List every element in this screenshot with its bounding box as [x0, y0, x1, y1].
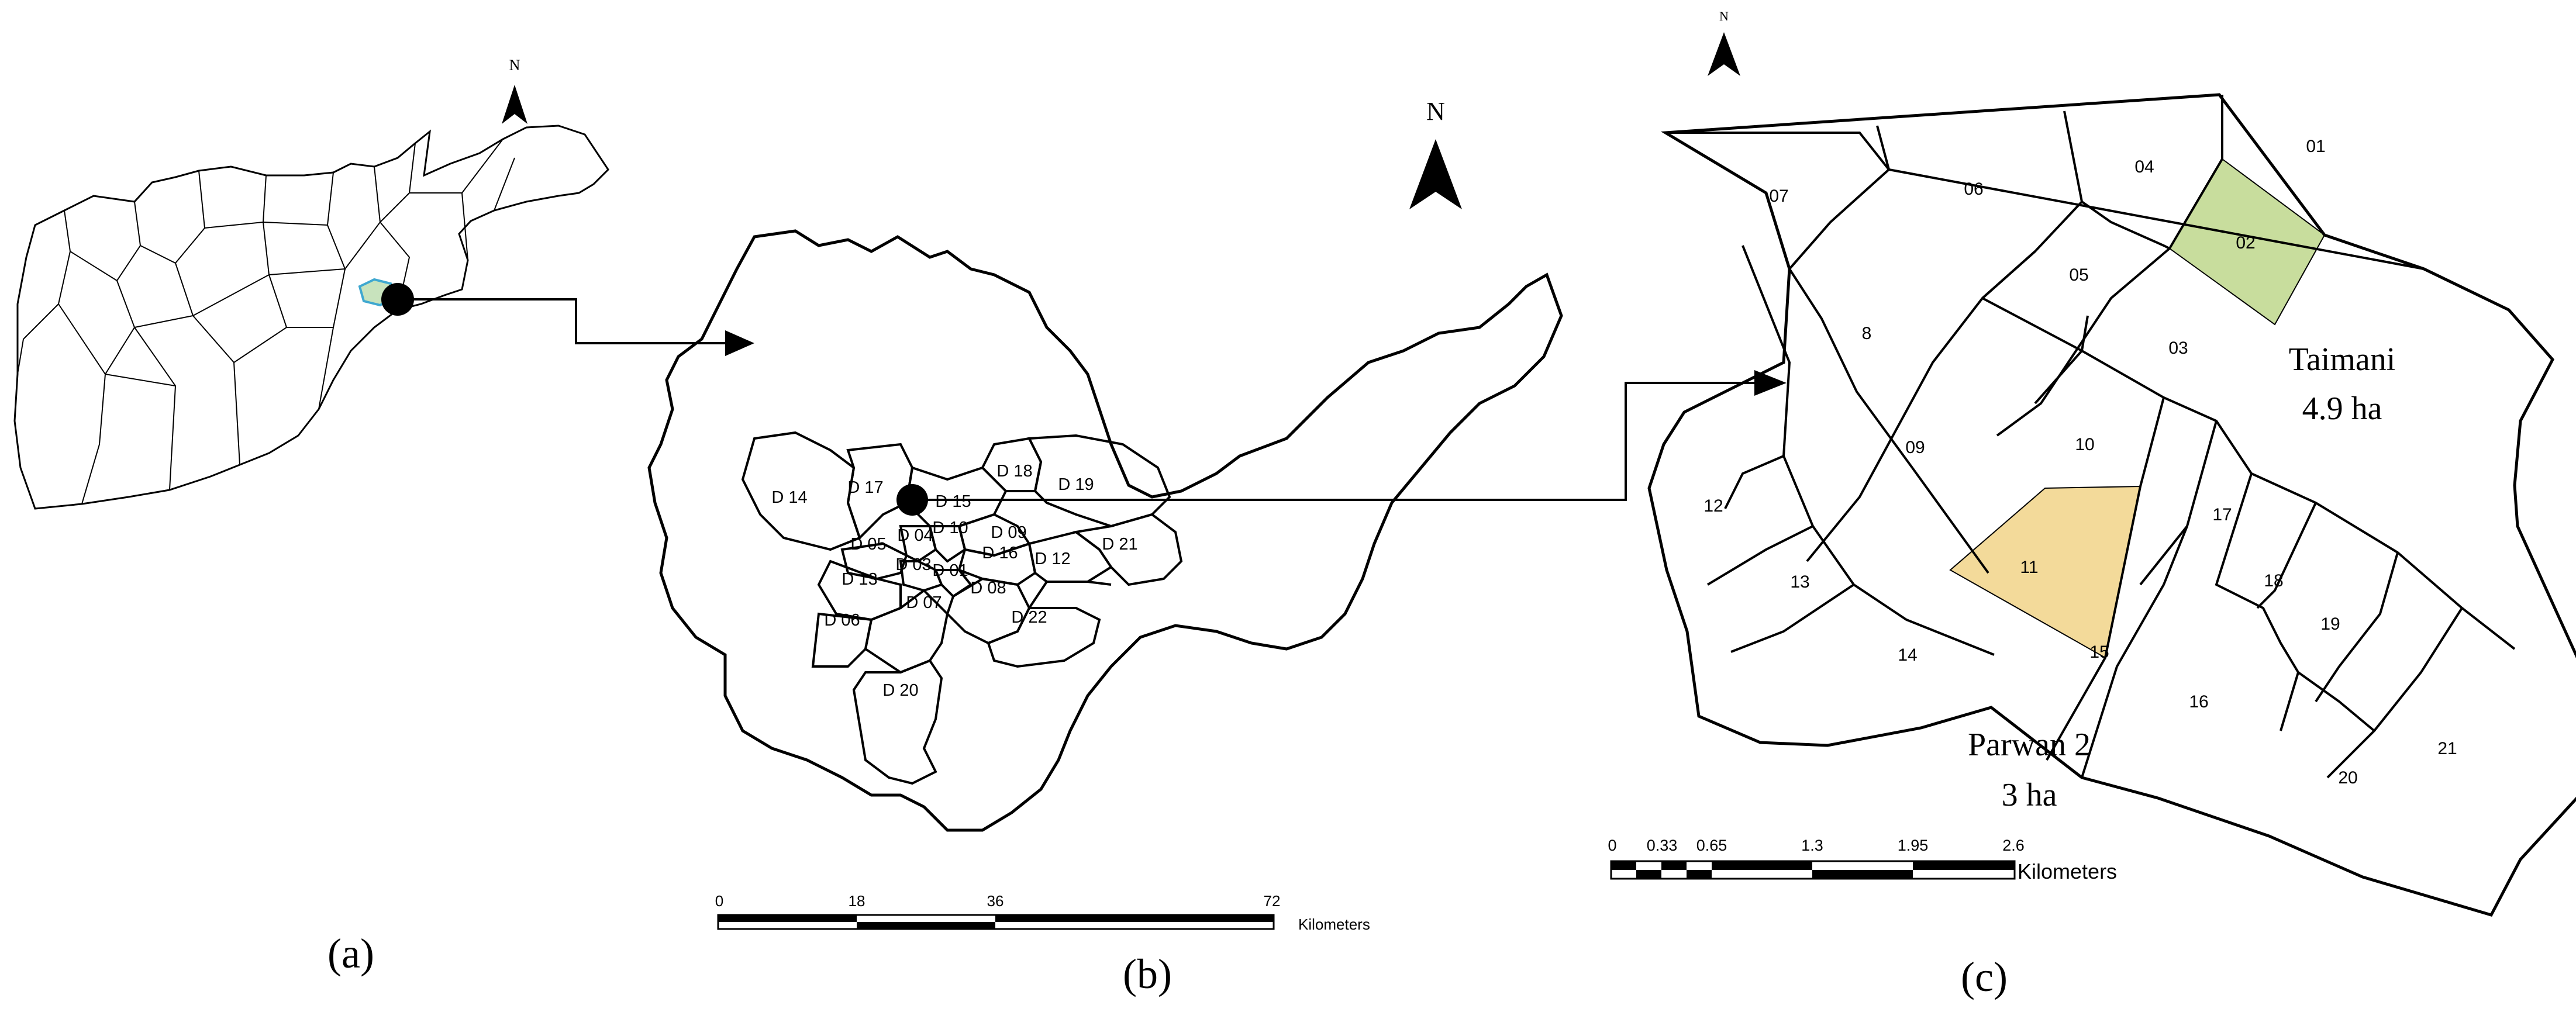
scale-tick-c: 0.65	[1696, 837, 1727, 854]
connector-arrow-a-b	[398, 298, 728, 344]
district-label: D 14	[771, 488, 807, 507]
scale-tick-c: 0.33	[1647, 837, 1678, 854]
arrowhead-a-b	[725, 330, 754, 356]
block-labels: 01 02 03 04 05 06 07 8 09 10 11 12 13 14…	[1703, 137, 2457, 788]
block-label: 8	[1862, 324, 1872, 343]
block-label: 01	[2306, 137, 2325, 156]
scale-tick-b: 0	[715, 892, 723, 910]
block-label: 21	[2437, 739, 2457, 758]
taimani-annotation: Taimani 4.9 ha	[2289, 341, 2396, 427]
district-label: D 16	[982, 544, 1018, 562]
area-outline	[1647, 93, 2576, 917]
scale-bar-c: 0 0.33 0.65 1.3 1.95 2.6 Kilometers	[1608, 837, 2117, 883]
scale-bar-b: 0 18 36 72 Kilometers	[715, 892, 1370, 933]
panel-a: N (a)	[13, 57, 754, 977]
district-label: D 13	[842, 570, 877, 589]
block-label: 10	[2075, 435, 2094, 454]
scale-tick-c: 2.6	[2002, 837, 2025, 854]
district-label: D 03	[895, 555, 931, 574]
district-label: D 22	[1011, 608, 1047, 627]
block-label: 16	[2189, 692, 2208, 711]
scale-tick-b: 18	[849, 892, 865, 910]
kabul-districts	[741, 431, 1183, 785]
district-label: D 05	[850, 535, 886, 554]
block-label: 20	[2338, 768, 2357, 788]
north-arrow-a: N	[502, 57, 527, 124]
panel-c: 01 02 03 04 05 06 07 8 09 10 11 12 13 14…	[1608, 9, 2576, 1000]
north-label-a: N	[509, 57, 520, 74]
block-label: 07	[1769, 186, 1788, 206]
district-label: D 19	[1058, 475, 1094, 494]
block-borders	[1665, 95, 2516, 779]
block-label: 13	[1790, 572, 1809, 592]
parwan-annotation: Parwan 2 3 ha	[1968, 727, 2091, 813]
province-outline	[647, 229, 1563, 832]
district-label: D 20	[882, 681, 918, 700]
block-label: 18	[2264, 571, 2283, 590]
connector-arrow-b-c	[912, 382, 1754, 501]
district-label: D 04	[897, 526, 933, 545]
block-label: 17	[2212, 505, 2232, 524]
block-label: 05	[2069, 265, 2088, 285]
north-label-c: N	[1719, 9, 1729, 23]
district-label: D 06	[824, 611, 860, 630]
scale-tick-c: 1.95	[1898, 837, 1929, 854]
taimani-name: Taimani	[2289, 341, 2396, 378]
province-borders	[17, 139, 515, 505]
north-arrow-b: N	[1409, 97, 1462, 209]
arrowhead-b-c	[1754, 370, 1787, 396]
block-label: 06	[1964, 179, 1983, 199]
panel-b: D 14 D 17 D 15 D 18 D 19 D 05 D 04 D 10 …	[647, 97, 1787, 997]
scale-tick-c: 1.3	[1801, 837, 1823, 854]
district-label: D 15	[935, 492, 971, 511]
north-arrow-c: N	[1708, 9, 1740, 76]
scale-unit-c: Kilometers	[2018, 859, 2117, 883]
block-label: 19	[2320, 614, 2340, 634]
parwan-area: 3 ha	[2002, 777, 2057, 813]
parwan-name: Parwan 2	[1968, 727, 2091, 763]
district-label: D 18	[996, 462, 1032, 481]
country-outline	[13, 125, 609, 510]
north-label-b: N	[1426, 97, 1445, 126]
caption-b: (b)	[1123, 951, 1172, 997]
district-label: D 12	[1034, 550, 1070, 568]
scale-tick-b: 72	[1264, 892, 1281, 910]
district-label: D 21	[1102, 535, 1137, 554]
block-label: 03	[2168, 339, 2188, 358]
block-label: 14	[1898, 645, 1917, 665]
block-label: 11	[2020, 558, 2038, 577]
district-label: D 08	[970, 579, 1006, 597]
scale-tick-c: 0	[1608, 837, 1616, 854]
district-label: D 17	[847, 478, 883, 497]
district-label: D 01	[932, 561, 968, 580]
district-labels: D 14 D 17 D 15 D 18 D 19 D 05 D 04 D 10 …	[771, 462, 1137, 700]
district-label: D 09	[991, 523, 1026, 542]
block-label: 09	[1905, 438, 1925, 457]
caption-a: (a)	[327, 930, 374, 977]
block-label: 02	[2236, 233, 2255, 253]
scale-unit-b: Kilometers	[1298, 916, 1370, 933]
district-label: D 07	[906, 593, 942, 612]
block-label: 15	[2089, 643, 2109, 662]
block-label: 04	[2134, 157, 2154, 177]
block-label: 12	[1703, 496, 1723, 516]
block-11-highlight	[1949, 485, 2142, 659]
taimani-area: 4.9 ha	[2302, 391, 2382, 427]
scale-tick-b: 36	[987, 892, 1004, 910]
district-label: D 10	[932, 519, 968, 537]
caption-c: (c)	[1961, 954, 2008, 1000]
